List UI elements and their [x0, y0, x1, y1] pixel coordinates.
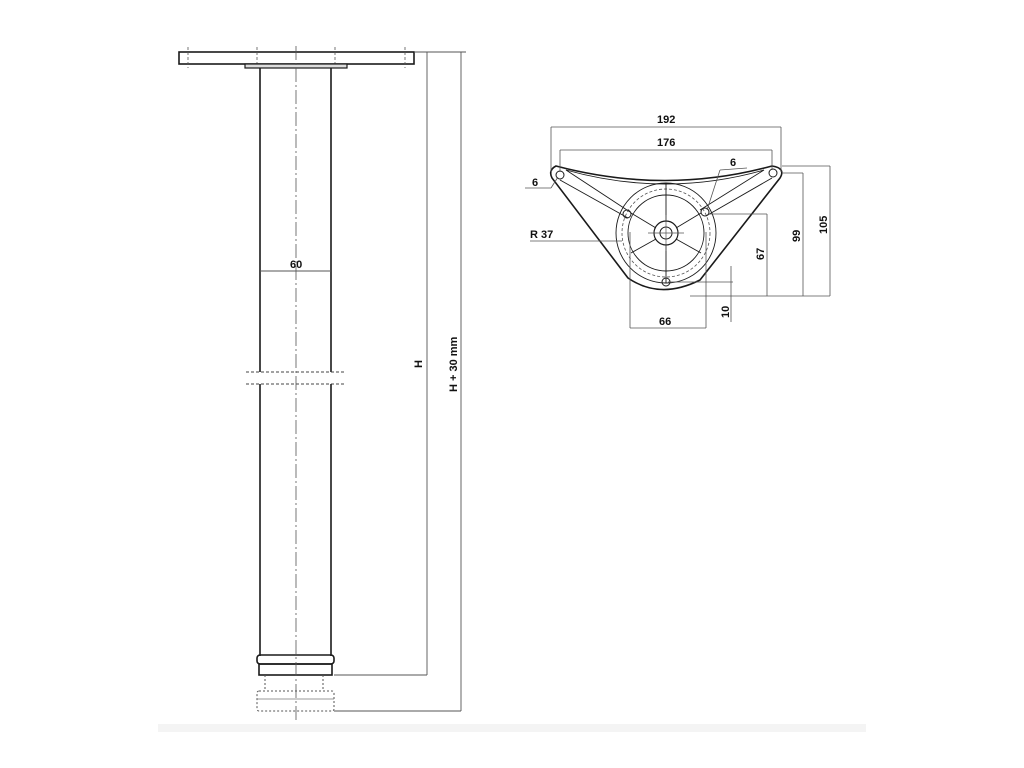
bottom-width-label: 66	[659, 316, 671, 328]
outer-width-label: 192	[657, 114, 675, 126]
tube-diameter-label: 60	[290, 259, 302, 271]
foot-ring	[256, 654, 335, 665]
plate-dimensions	[525, 126, 831, 329]
height-99-label: 99	[791, 230, 803, 242]
bottom-offset-label: 10	[720, 306, 732, 318]
bottom-strip	[158, 724, 866, 732]
mounting-plate	[178, 51, 415, 65]
height-label: H	[413, 360, 425, 368]
leg-side-view	[178, 46, 415, 720]
screw-holes	[555, 168, 778, 287]
height-dimension	[334, 51, 466, 712]
radius-label: R 37	[530, 229, 553, 241]
right-hole-label: 6	[730, 157, 736, 169]
left-hole-label: 6	[532, 177, 538, 189]
total-height-label: H + 30 mm	[448, 336, 460, 392]
plate-outline	[549, 165, 783, 291]
hole-spacing-label: 176	[657, 137, 675, 149]
adjustable-glide	[256, 675, 335, 712]
height-105-label: 105	[818, 216, 830, 234]
foot-base	[258, 663, 333, 676]
height-67-label: 67	[755, 248, 767, 260]
plate-top-view	[549, 165, 783, 291]
